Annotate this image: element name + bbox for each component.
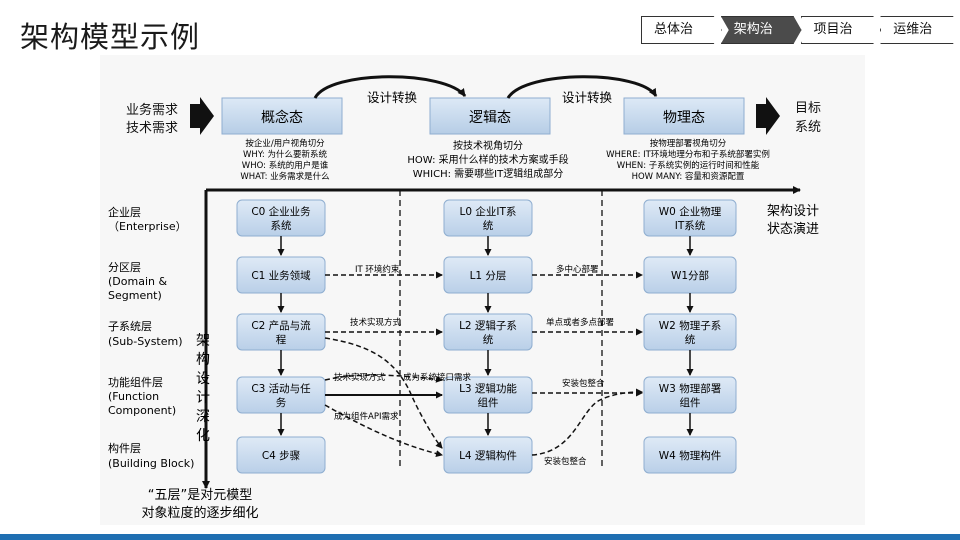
node-c3-line1: C3 活动与任 (251, 382, 311, 395)
bottom-accent-bar (0, 534, 960, 540)
node-w4: W4 物理构件 (659, 449, 721, 462)
state-desc-logical-1: HOW: 采用什么样的技术方案或手段 (407, 153, 568, 166)
svg-text:化: 化 (196, 428, 210, 444)
node-w1: W1分部 (671, 269, 709, 282)
state-desc-physical-3: HOW MANY: 容量和资源配置 (632, 171, 745, 182)
layer-enterprise-name: 企业层 (108, 205, 141, 219)
node-l3-line1: L3 逻辑功能 (459, 382, 517, 395)
layer-function-name: 功能组件层 (108, 375, 163, 389)
page-title: 架构模型示例 (20, 20, 201, 54)
layer-domain-name: 分区层 (108, 261, 141, 274)
node-w3-line1: W3 物理部署 (659, 382, 721, 395)
node-l0-line2: 统 (483, 219, 494, 232)
input-label-business: 业务需求 (126, 102, 178, 118)
node-l0-line1: L0 企业IT系 (460, 205, 517, 218)
state-physical: 物理态 (663, 110, 705, 126)
node-c2-line2: 程 (276, 334, 287, 346)
layer-subsystem-en: (Sub-System) (108, 335, 183, 348)
layer-subsystem-name: 子系统层 (108, 320, 152, 333)
node-c0-line1: C0 企业业务 (251, 205, 311, 218)
state-logical: 逻辑态 (469, 110, 511, 126)
evolution-label-2: 状态演进 (767, 221, 819, 237)
edge-label-l2-w2: 单点或者多点部署 (546, 317, 615, 328)
state-desc-logical-0: 按技术视角切分 (453, 139, 523, 152)
node-w2-line2: 统 (685, 333, 696, 346)
transform-arc-1 (313, 75, 467, 99)
input-label-technical: 技术需求 (126, 121, 178, 136)
refine-label: 架 构 设 计 深 化 (196, 333, 210, 444)
node-c2-line1: C2 产品与流 (251, 319, 311, 332)
state-desc-physical-0: 按物理部署视角切分 (650, 138, 727, 149)
node-l2-line2: 统 (483, 333, 494, 346)
breadcrumb: 总体治理 架构治理 项目治理 运维治理 (641, 16, 960, 42)
svg-text:设: 设 (196, 371, 210, 387)
edge-label-c2-l2: 技术实现方式 (350, 317, 402, 328)
evolution-label-1: 架构设计 (767, 204, 819, 219)
layer-function-en2: Component) (108, 404, 176, 417)
node-c3-line2: 务 (276, 396, 287, 409)
edge-label-l3-w3: 安装包整合 (562, 378, 605, 389)
layer-building-block-en: (Building Block) (108, 457, 194, 470)
node-l2-line1: L2 逻辑子系 (459, 319, 517, 332)
state-conceptual: 概念态 (261, 109, 303, 126)
footer-line-2: 对象粒度的逐步细化 (141, 505, 258, 521)
layer-building-block-name: 构件层 (108, 441, 141, 455)
transform-label-1: 设计转换 (367, 90, 418, 105)
node-c0-line2: 系统 (271, 219, 292, 232)
state-desc-physical-1: WHERE: IT环境地理分布和子系统部署实例 (606, 149, 770, 160)
input-arrow-icon (190, 97, 214, 135)
state-desc-physical-2: WHEN: 子系统实例的运行时间和性能 (617, 160, 760, 171)
edge-label-c1-l1: IT 环境约束 (355, 264, 400, 275)
output-label-system: 系统 (795, 120, 821, 135)
node-l1: L1 分层 (470, 270, 507, 282)
node-l3-line2: 组件 (478, 396, 499, 409)
edge-label-c3-l3: 技术实现方式 (334, 372, 386, 383)
node-w0-line1: W0 企业物理 (659, 205, 722, 218)
layer-function-en: (Function (108, 390, 159, 403)
edge-label-l4-w3: 安装包整合 (544, 456, 587, 467)
node-c4: C4 步骤 (262, 450, 300, 462)
transform-arc-2 (506, 75, 658, 99)
node-c1: C1 业务领域 (251, 269, 311, 282)
state-desc-conceptual-2: WHO: 系统的用户是谁 (242, 160, 329, 171)
svg-text:深: 深 (196, 409, 210, 425)
edge-label-l1-w1: 多中心部署 (556, 264, 599, 275)
node-w3-line2: 组件 (680, 396, 701, 409)
breadcrumb-ops-governance[interactable]: 运维治理 (880, 16, 960, 44)
node-w0-line2: IT系统 (675, 219, 706, 232)
footer-line-1: “五层”是对元模型 (148, 488, 252, 503)
layer-domain-en: (Domain & (108, 275, 167, 288)
output-label-target: 目标 (795, 101, 821, 116)
layer-enterprise-en: （Enterprise） (108, 220, 187, 233)
layer-domain-en2: Segment) (108, 289, 162, 302)
state-desc-logical-2: WHICH: 需要哪些IT逻辑组成部分 (413, 167, 563, 180)
svg-text:架: 架 (196, 333, 210, 349)
edge-label-c3-l4: 成为组件API需求 (334, 411, 399, 422)
edge-label-c3-l3-interface: 成为系统接口需求 (403, 372, 472, 383)
svg-text:计: 计 (196, 390, 210, 406)
state-desc-conceptual-3: WHAT: 业务需求是什么 (240, 171, 330, 182)
node-l4: L4 逻辑构件 (459, 449, 517, 462)
state-desc-conceptual-1: WHY: 为什么要新系统 (243, 149, 327, 160)
state-desc-conceptual-0: 按企业/用户视角切分 (245, 138, 325, 149)
output-arrow-icon (756, 97, 780, 135)
node-w2-line1: W2 物理子系 (659, 319, 721, 332)
transform-label-2: 设计转换 (562, 90, 613, 105)
svg-text:构: 构 (196, 352, 210, 368)
